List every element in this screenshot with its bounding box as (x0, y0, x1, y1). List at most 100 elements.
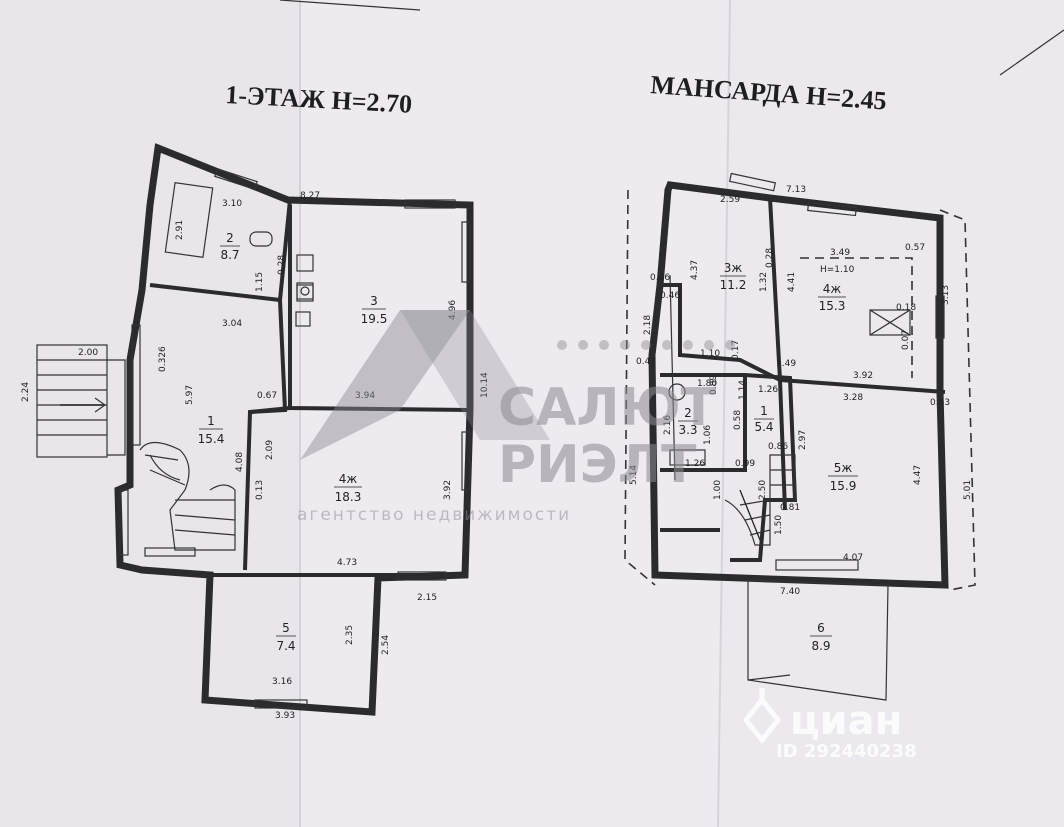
window-room3-top (404, 199, 456, 209)
dim: 4.73 (337, 558, 357, 568)
dim: 0.28 (277, 255, 287, 275)
dim: 0.58 (733, 410, 743, 430)
watermark-brand-sub: агентство недвижимости (297, 505, 571, 525)
dim: 3.94 (355, 391, 375, 401)
dim: 1.32 (759, 272, 769, 292)
dim: 7.40 (780, 587, 800, 597)
dim: 0.46 (650, 273, 670, 283)
dim: 3.10 (222, 199, 242, 209)
cian-logo-text: циан (790, 698, 902, 744)
dim: 0.63 (930, 398, 950, 408)
dim: 2.18 (643, 315, 653, 335)
attic-room-labels: 3ж 11.2 4ж 15.3 2 3.3 1 5.4 5ж 15.9 6 8.… (678, 261, 858, 653)
at-room6-area: 8.9 (811, 639, 830, 653)
dim: 4.96 (448, 300, 458, 320)
dim: 0.13 (255, 480, 265, 500)
floor1-wall-corridor (249, 406, 291, 414)
stove-shape (296, 282, 314, 300)
f1-room1-num: 1 (207, 414, 215, 428)
paper-corner (999, 29, 1064, 76)
attic-bath (669, 449, 706, 466)
attic-toilet (668, 383, 686, 401)
attic-window-1 (728, 172, 777, 192)
toilet-shape (249, 231, 273, 247)
dim: 2.59 (720, 195, 740, 205)
dim: 2.24 (21, 382, 31, 402)
dim: 7.13 (786, 185, 806, 195)
at-room2-area: 3.3 (678, 423, 697, 437)
at-room6-num: 6 (817, 621, 825, 635)
attic-dashed-left (624, 189, 656, 586)
dim: 3.16 (272, 677, 292, 687)
floor1-room-labels: 2 8.7 3 19.5 1 15.4 4ж 18.3 5 7.4 (198, 231, 388, 653)
dim: 1.10 (700, 349, 720, 359)
dim: 1.26 (758, 385, 778, 395)
at-room5-num: 5ж (834, 461, 853, 475)
f1-room3-area: 19.5 (361, 312, 388, 326)
attic-height-note: Н=1.10 (820, 265, 855, 275)
dim: 10.14 (480, 372, 490, 398)
f1-room5-num: 5 (282, 621, 290, 635)
attic-chimney-x2 (869, 309, 911, 336)
at-room4-area: 15.3 (819, 299, 846, 313)
window-room4 (461, 431, 471, 491)
dim: 2.54 (381, 635, 391, 655)
dim: 3.92 (853, 371, 873, 381)
appliance-3 (295, 311, 311, 327)
dim: 4.37 (690, 260, 700, 280)
dim: 2.35 (345, 625, 355, 645)
dim: 2.00 (78, 348, 98, 358)
f1-room2-num: 2 (226, 231, 234, 245)
dim: 1.26 (685, 459, 705, 469)
dim: 4.07 (843, 553, 863, 563)
paper-fold-2 (717, 0, 731, 827)
dim: 1.06 (703, 425, 713, 445)
dim: 2.15 (417, 593, 437, 603)
dim: 0.89 (709, 375, 719, 395)
dim: 1.49 (776, 359, 796, 369)
dim: 0.28 (765, 248, 775, 268)
attic-wall-room5 (778, 379, 787, 511)
dim: 1.80 (697, 379, 717, 389)
attic-dashed-room4 (800, 257, 913, 378)
watermark-roof-right (400, 310, 550, 440)
dim: 3.13 (941, 285, 951, 305)
watermark-brand-line2: РИЭЛТ (498, 435, 697, 495)
paper-panel-left (0, 0, 300, 827)
watermark-roof-left (300, 310, 470, 460)
dim: 1.50 (774, 515, 784, 535)
f1-room2-area: 8.7 (220, 248, 239, 262)
attic-window-bottom (775, 559, 859, 571)
dim: 0.18 (896, 303, 916, 313)
at-room3-area: 11.2 (720, 278, 747, 292)
window-room4-bottom (397, 571, 447, 581)
dim: 2.97 (798, 430, 808, 450)
f1-room5-area: 7.4 (276, 639, 295, 653)
floor1-porch-stairs (36, 344, 126, 458)
dim: 5.01 (963, 480, 973, 500)
dim: 3.92 (443, 480, 453, 500)
at-room5-area: 15.9 (830, 479, 857, 493)
dim: 0.326 (158, 346, 168, 372)
attic-dimensions: 2.59 7.13 3.49 0.57 0.46 4.37 0.28 1.32 … (629, 185, 973, 597)
attic-chimney (869, 309, 911, 336)
floor1-plan (36, 143, 474, 716)
dim: 3.49 (830, 248, 850, 258)
attic-plan (624, 172, 976, 701)
window-room3-side (461, 221, 471, 283)
dim: 3.28 (843, 393, 863, 403)
attic-outer-wall (648, 181, 949, 589)
window-stairs (119, 489, 129, 556)
at-room4-num: 4ж (823, 282, 842, 296)
dim: 3.04 (222, 319, 242, 329)
dim: 5.14 (629, 465, 639, 485)
attic-balcony (747, 579, 889, 701)
attic-wall-room2 (660, 373, 747, 472)
window-room1 (131, 324, 141, 446)
f1-room4-area: 18.3 (335, 490, 362, 504)
bathtub-shape (164, 182, 214, 258)
dim: 4.47 (913, 465, 923, 485)
dim: 0.86 (768, 442, 788, 452)
watermark-brand-line1: САЛЮТ (498, 378, 717, 438)
